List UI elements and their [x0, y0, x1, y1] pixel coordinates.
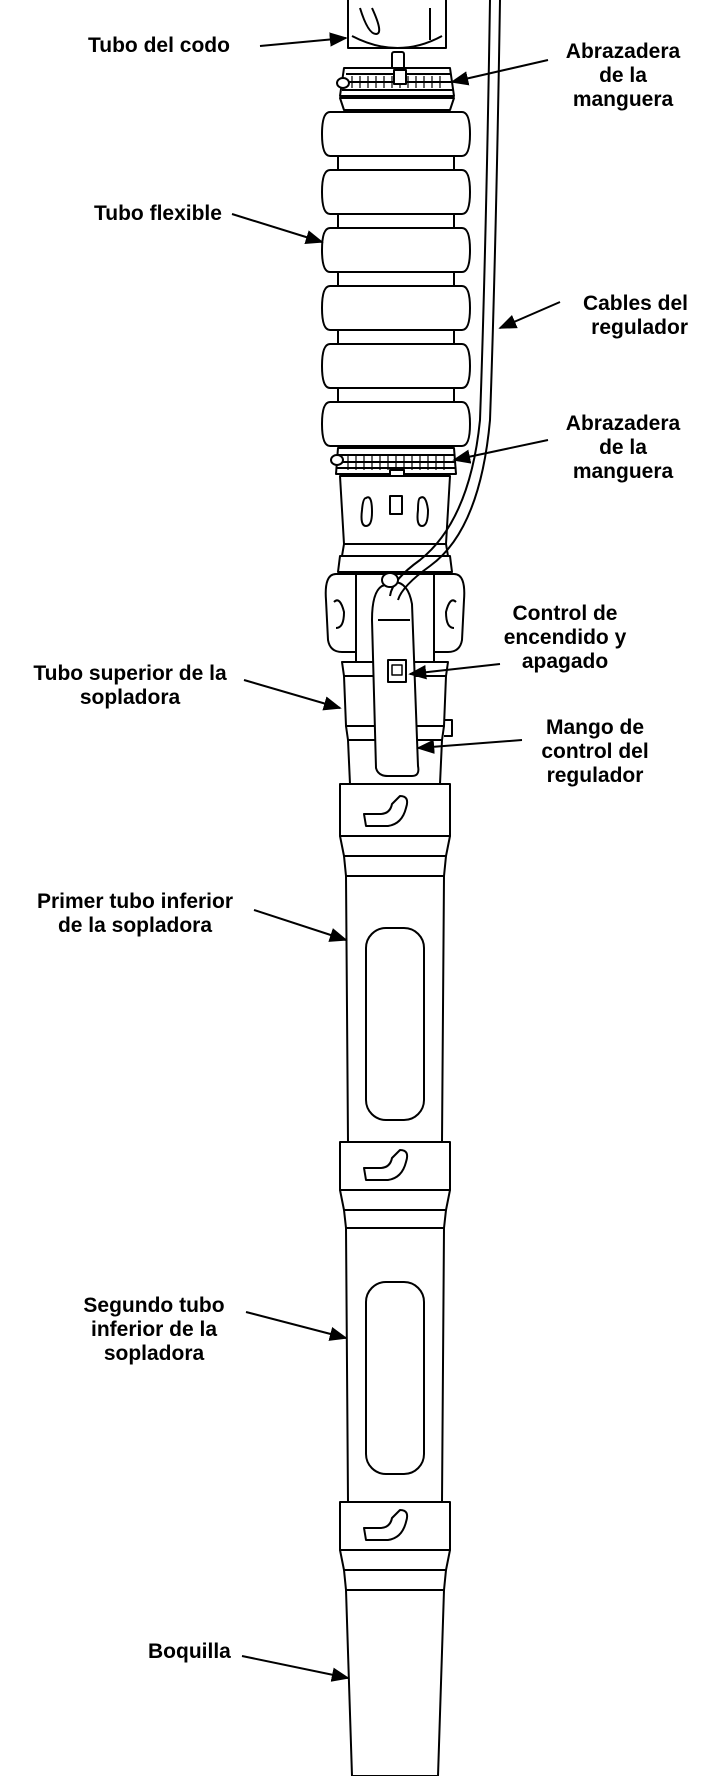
label-tubo-superior: Tubo superior de la sopladora — [10, 662, 250, 710]
hose-coupling — [340, 476, 450, 556]
leader-flexible-hose — [232, 214, 322, 242]
throttle-control-handle — [372, 582, 418, 776]
leader-nozzle — [242, 1656, 348, 1678]
nozzle — [340, 1502, 450, 1776]
label-control-encendido: Control de encendido y apagado — [490, 602, 640, 674]
second-lower-blower-tube — [340, 1142, 450, 1502]
leader-upper-tube — [244, 680, 340, 708]
leader-elbow — [260, 38, 346, 46]
label-mango-control: Mango de control del regulador — [520, 716, 670, 788]
first-lower-blower-tube — [340, 784, 450, 1142]
label-boquilla: Boquilla — [148, 1640, 231, 1664]
leader-lower-clamp — [454, 440, 548, 460]
label-primer-tubo-inferior: Primer tubo inferior de la sopladora — [10, 890, 260, 938]
upper-hose-clamp — [337, 68, 454, 110]
elbow-tube — [348, 0, 446, 72]
label-cables-del-regulador: Cables del regulador — [540, 292, 688, 340]
leader-upper-clamp — [452, 60, 548, 82]
label-tubo-flexible: Tubo flexible — [94, 202, 222, 226]
label-segundo-tubo-inferior: Segundo tubo inferior de la sopladora — [64, 1294, 244, 1366]
label-abrazadera-superior: Abrazadera de la manguera — [548, 40, 698, 112]
label-abrazadera-inferior: Abrazadera de la manguera — [548, 412, 698, 484]
leader-first-lower-tube — [254, 910, 346, 940]
flexible-hose — [322, 112, 470, 446]
label-tubo-del-codo: Tubo del codo — [88, 34, 230, 58]
leader-second-lower-tube — [246, 1312, 346, 1338]
